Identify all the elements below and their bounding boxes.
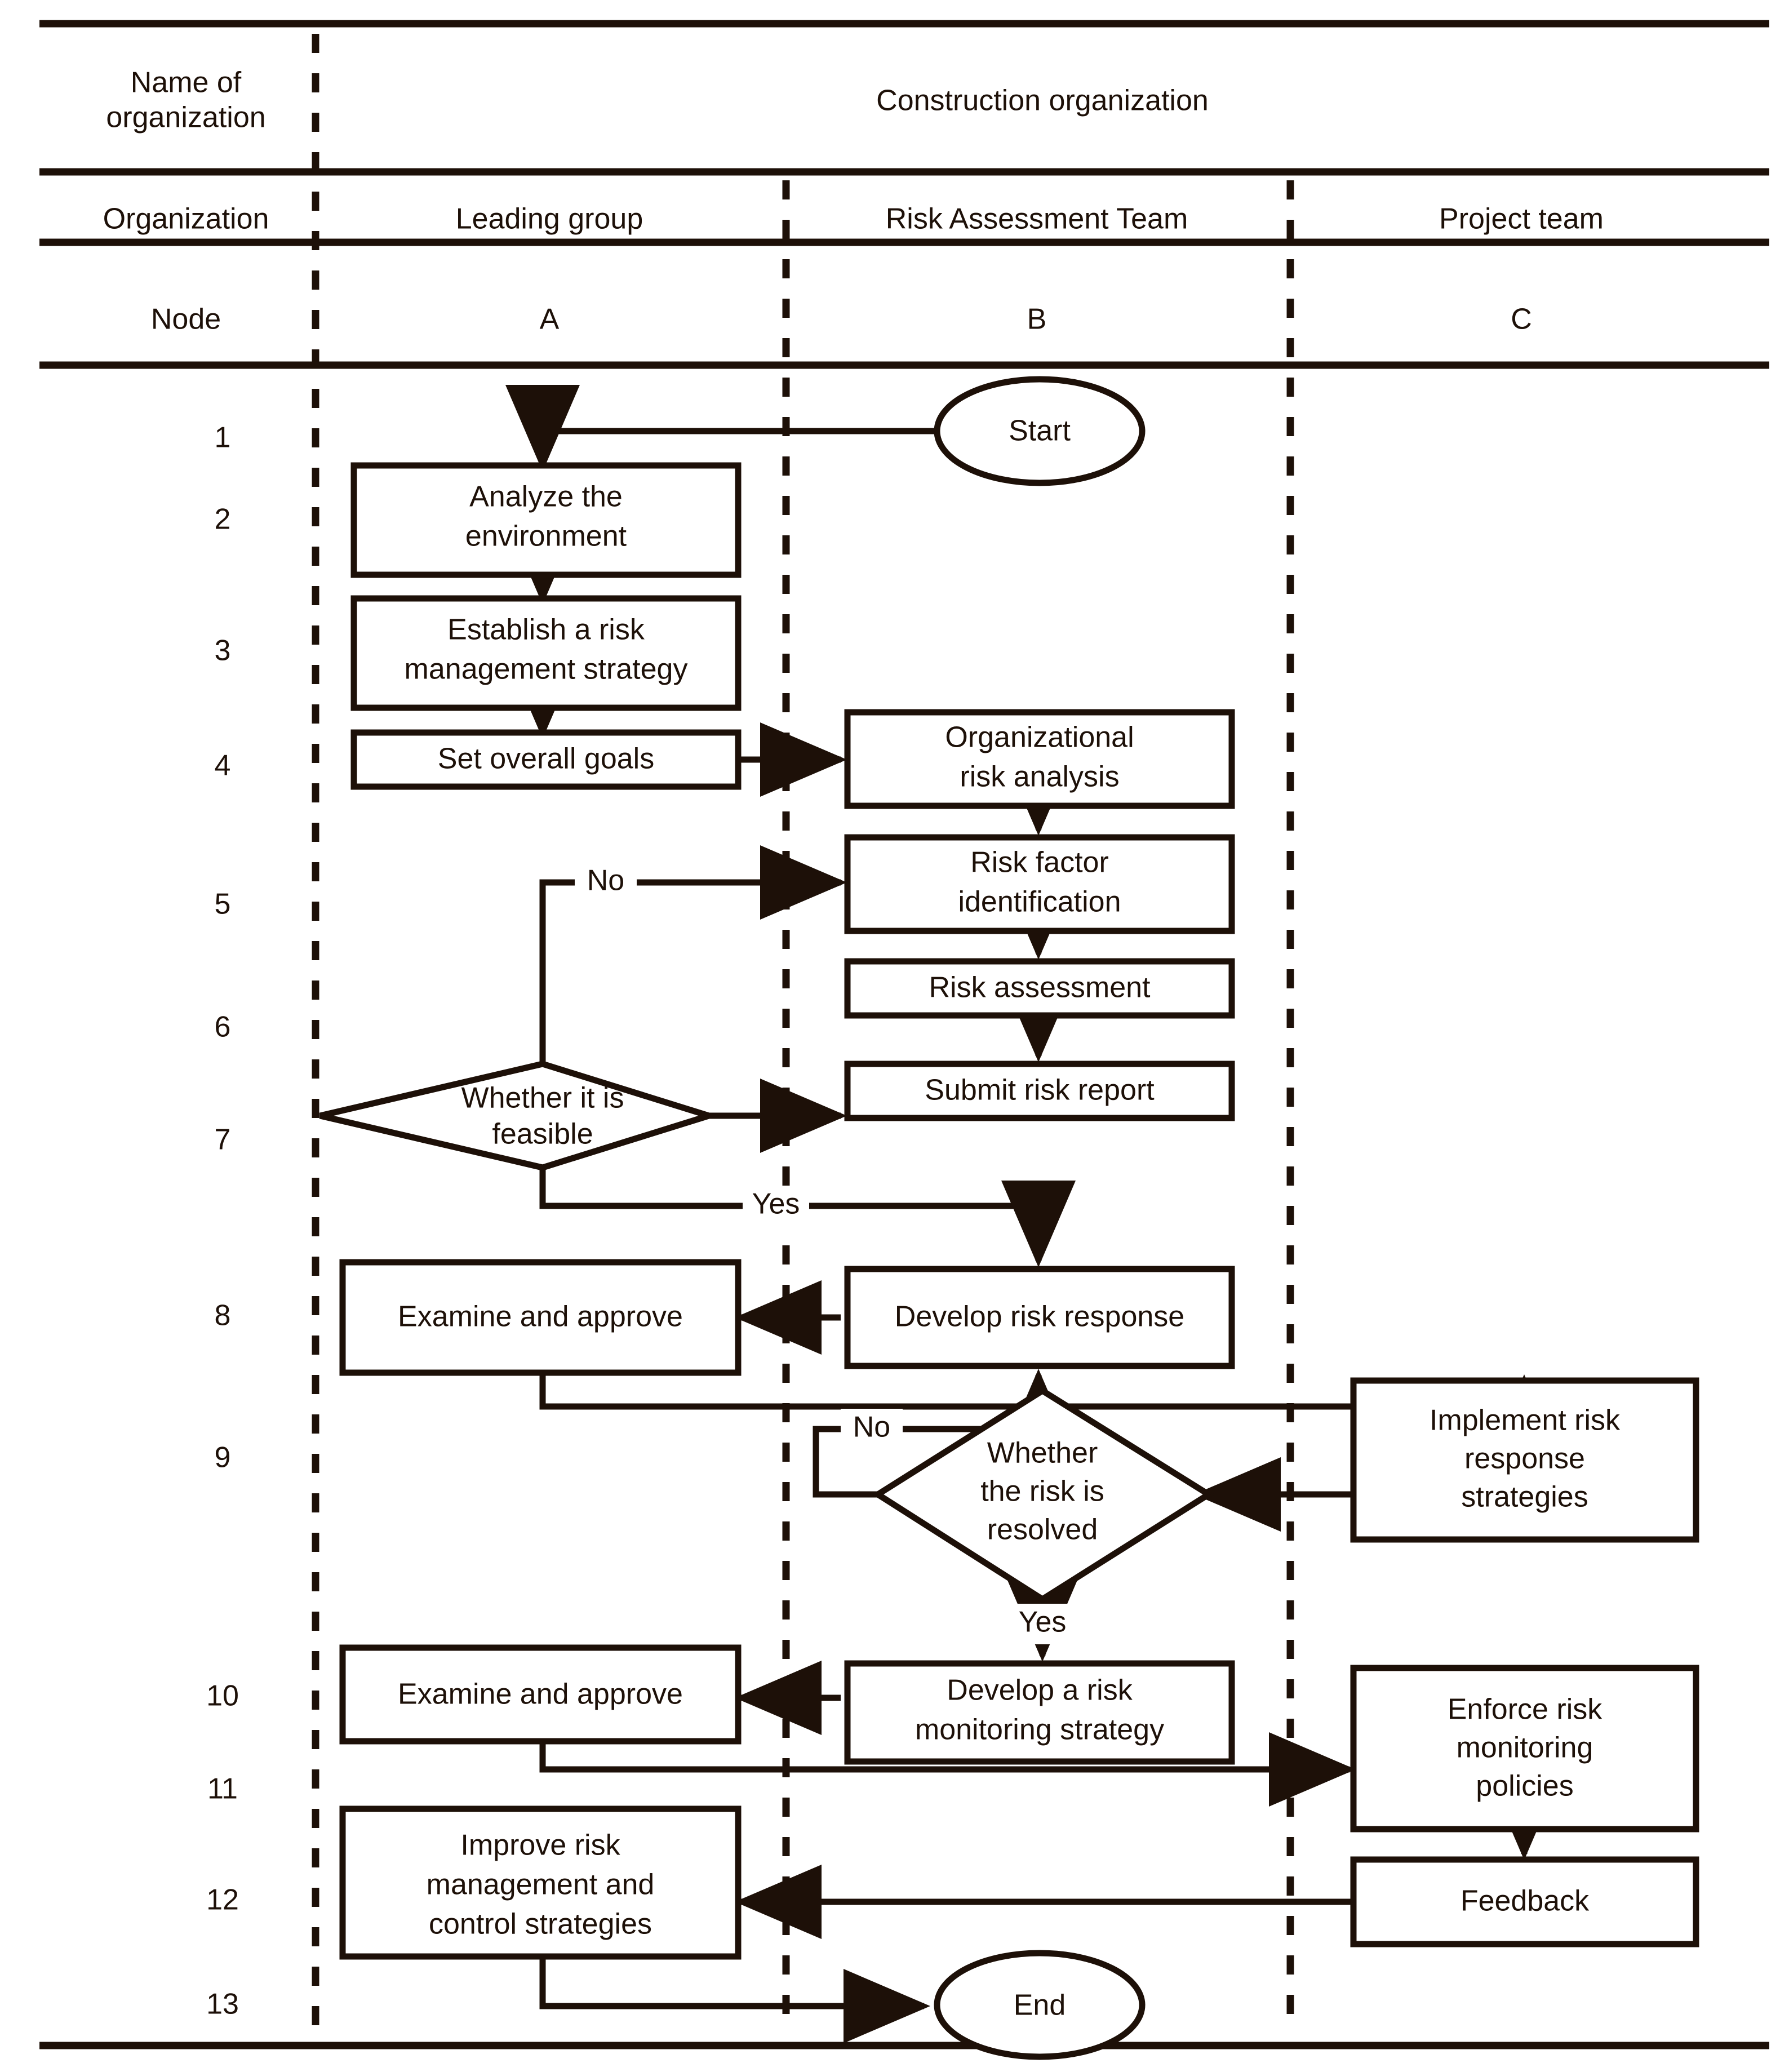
shape-examine-approve-8-label: Examine and approve [398,1301,683,1333]
node-number-4: 4 [215,749,231,782]
node-number-10: 10 [206,1680,239,1712]
lane-header-leading-group: Leading group [456,203,643,236]
shape-examine-and-approve-10[interactable]: Examine and approve [339,1644,742,1745]
shape-implement-line3: strategies [1461,1481,1588,1514]
shape-examine-approve-10-label: Examine and approve [398,1678,683,1711]
shape-establish-strategy-line2: management strategy [405,653,688,686]
shape-end-label: End [1014,1989,1066,2022]
shape-decision-feasible-line2: feasible [492,1118,593,1151]
lane-header-risk-assessment-team: Risk Assessment Team [886,203,1188,236]
node-number-8: 8 [215,1299,231,1332]
shape-enforce-line2: monitoring [1457,1732,1593,1764]
shape-enforce-line1: Enforce risk [1448,1693,1603,1726]
shape-risk-factor-line1: Risk factor [970,846,1109,879]
shape-establish-strategy[interactable]: Establish a risk management strategy [350,595,742,711]
shape-implement-line1: Implement risk [1430,1404,1621,1437]
edge-label-feasible-no: No [587,864,624,897]
node-number-2: 2 [215,503,231,536]
shape-develop-monitoring-line2: monitoring strategy [915,1714,1164,1746]
shape-set-overall-goals[interactable]: Set overall goals [350,729,742,790]
shape-org-risk-analysis-line2: risk analysis [960,761,1119,793]
shape-start-label: Start [1009,415,1071,447]
shape-submit-risk-report-label: Submit risk report [925,1074,1155,1107]
shape-decision-feasible-line1: Whether it is [461,1082,624,1115]
shape-develop-risk-response[interactable]: Develop risk response [844,1266,1235,1369]
edge-examine10-to-enforce [539,1732,1356,1807]
shape-improve-line2: management and [427,1869,655,1901]
node-number-9: 9 [215,1441,231,1474]
lane-code-c: C [1511,303,1532,336]
shape-implement-risk-response-strategies[interactable]: Implement risk response strategies [1350,1377,1699,1543]
node-number-11: 11 [207,1773,238,1805]
shape-enforce-line3: policies [1476,1770,1573,1803]
shape-risk-factor-line2: identification [958,886,1121,919]
node-number-5: 5 [215,888,231,921]
shape-risk-assessment-label: Risk assessment [929,971,1151,1004]
shape-decision-whether-risk-resolved[interactable]: Whether the risk is resolved [872,1387,1215,1603]
shape-develop-risk-response-label: Develop risk response [895,1301,1184,1333]
edge-label-feasible-yes: Yes [752,1188,800,1221]
row-label-organization: Organization [103,203,269,236]
header-construction-organization: Construction organization [876,85,1209,117]
lane-code-b: B [1027,303,1047,336]
shape-end[interactable]: End [934,1950,1146,2060]
shape-feedback-label: Feedback [1461,1885,1590,1918]
shape-improve-line3: control strategies [429,1908,652,1941]
shape-implement-line2: response [1464,1443,1585,1475]
shape-feedback[interactable]: Feedback [1350,1856,1699,1947]
row-label-name-of-organization-line2: organization [106,101,265,134]
edge-improve-to-end [539,1955,930,2043]
edge-feasible-no-to-riskfactor [539,845,847,1064]
edge-label-resolved-yes: Yes [1019,1606,1067,1639]
shape-establish-strategy-line1: Establish a risk [447,614,645,646]
row-label-name-of-organization-line1: Name of [131,66,242,99]
lane-header-project-team: Project team [1439,203,1604,236]
shape-set-overall-goals-label: Set overall goals [438,743,654,775]
edge-start-to-analyze [505,385,941,472]
shape-decision-whether-feasible[interactable]: Whether it is feasible [319,1061,720,1171]
shape-develop-monitoring-line1: Develop a risk [947,1674,1133,1707]
lane-code-a: A [540,303,560,336]
shape-org-risk-analysis-line1: Organizational [945,721,1134,754]
shape-risk-factor-identification[interactable]: Risk factor identification [844,834,1235,934]
node-number-3: 3 [215,635,231,667]
shape-analyze-environment[interactable]: Analyze the environment [350,462,742,578]
shape-enforce-risk-monitoring-policies[interactable]: Enforce risk monitoring policies [1350,1665,1699,1833]
edge-label-group: No Yes No Yes [575,862,1076,1644]
row-label-node: Node [151,303,221,336]
shape-start[interactable]: Start [934,376,1146,486]
shape-examine-and-approve-8[interactable]: Examine and approve [339,1259,742,1376]
shape-improve-risk-management-control[interactable]: Improve risk management and control stra… [339,1805,742,1960]
shape-risk-assessment[interactable]: Risk assessment [844,958,1235,1019]
node-number-12: 12 [206,1884,239,1916]
node-number-7: 7 [215,1124,231,1156]
shape-improve-line1: Improve risk [460,1829,620,1862]
shape-decision-resolved-line3: resolved [987,1514,1098,1546]
shape-analyze-environment-line1: Analyze the [469,481,623,513]
node-number-1: 1 [215,422,231,454]
shape-analyze-environment-line2: environment [465,520,627,553]
node-number-13: 13 [206,1988,239,2021]
shape-submit-risk-report[interactable]: Submit risk report [844,1061,1235,1121]
shape-decision-resolved-line2: the risk is [980,1475,1104,1508]
node-number-6: 6 [215,1011,231,1044]
edge-label-resolved-no: No [853,1411,890,1444]
shape-develop-risk-monitoring-strategy[interactable]: Develop a risk monitoring strategy [844,1660,1235,1765]
shape-decision-resolved-line1: Whether [987,1437,1098,1470]
shape-organizational-risk-analysis[interactable]: Organizational risk analysis [844,709,1235,809]
